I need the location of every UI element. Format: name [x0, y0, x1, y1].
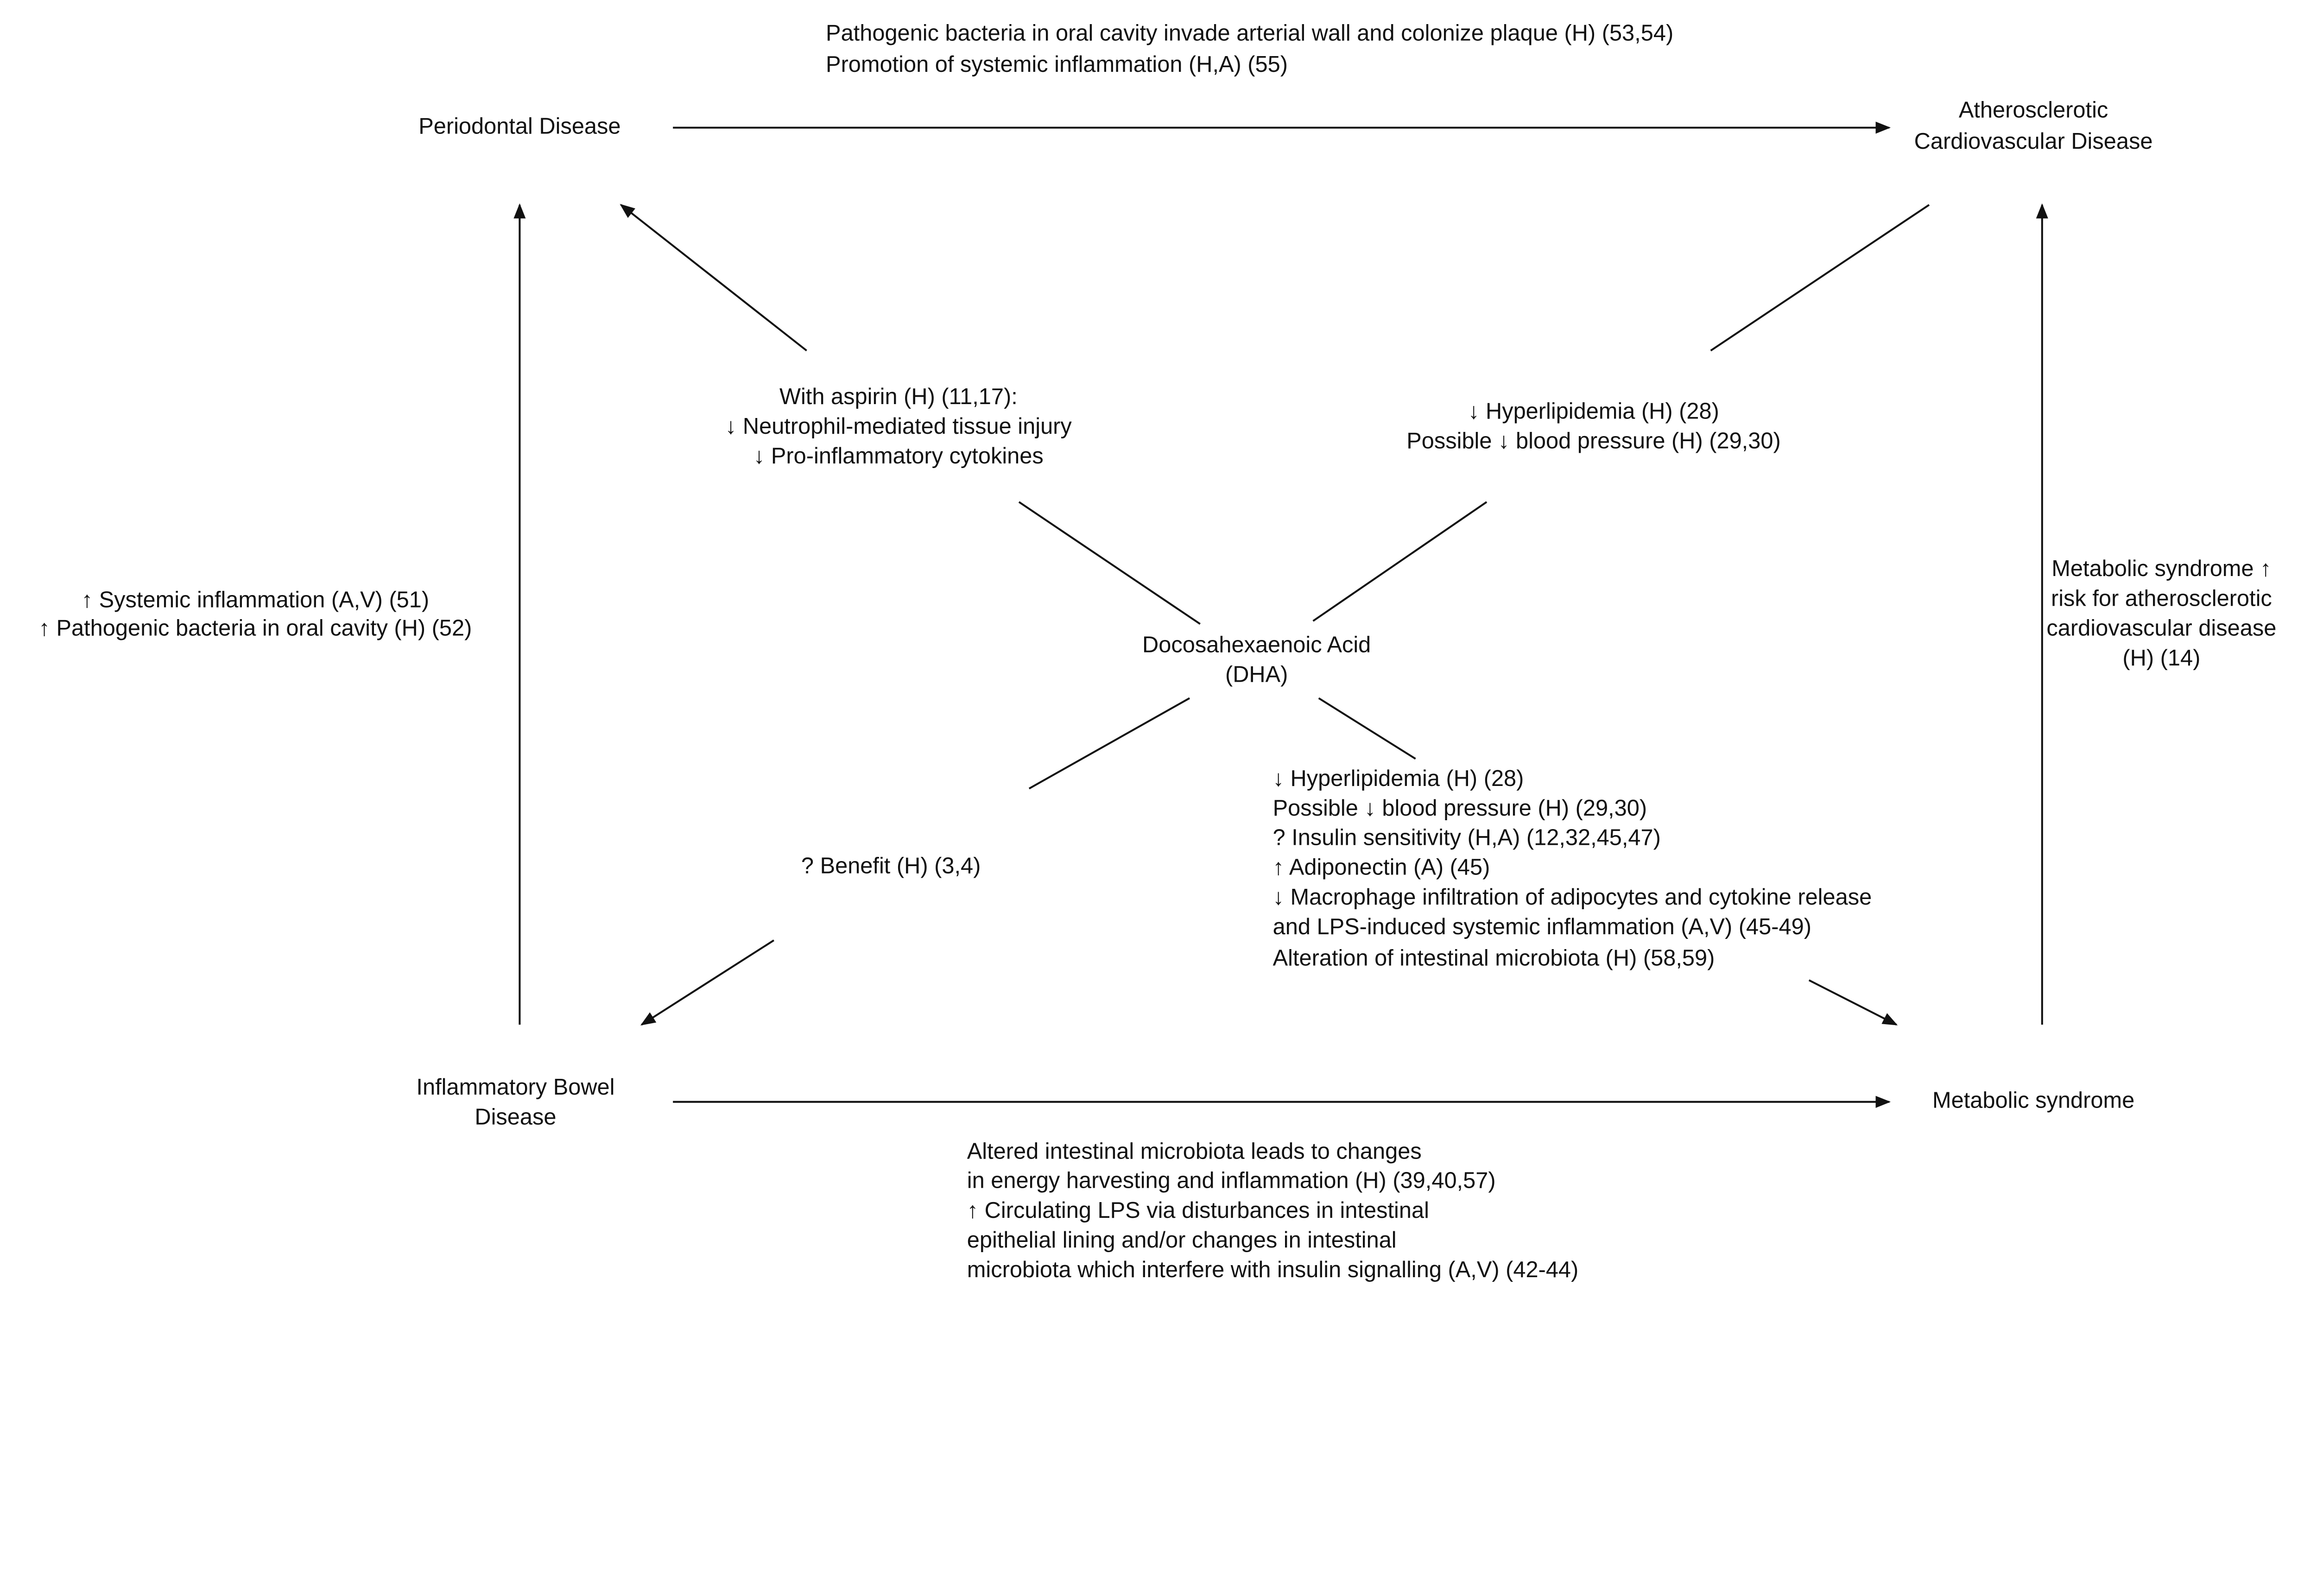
label-line: Altered intestinal microbiota leads to c… [967, 1139, 1422, 1164]
label-periodontal-to-ascvd: Pathogenic bacteria in oral cavity invad… [826, 21, 1673, 77]
label-line: ↑ Circulating LPS via disturbances in in… [967, 1198, 1429, 1223]
label-dha-to-ascvd: ↓ Hyperlipidemia (H) (28) Possible ↓ blo… [1406, 399, 1780, 453]
arrow-benefit-to-ibd [640, 939, 775, 1026]
label-line: Possible ↓ blood pressure (H) (29,30) [1406, 429, 1780, 454]
label-dha-to-metabolic: ↓ Hyperlipidemia (H) (28) Possible ↓ blo… [1273, 766, 1872, 971]
label-line: and LPS-induced systemic inflammation (A… [1273, 914, 1811, 939]
label-metabolic-to-ascvd: Metabolic syndrome ↑ risk for atheroscle… [2046, 556, 2276, 671]
arrow-dha-to-periodontal [620, 204, 807, 352]
node-dha: Docosahexaenoic Acid (DHA) [1142, 632, 1371, 687]
node-ibd-line: Disease [475, 1104, 556, 1129]
label-line: ↑ Systemic inflammation (A,V) (51) [82, 588, 429, 613]
label-line: ↓ Hyperlipidemia (H) (28) [1273, 766, 1524, 791]
label-dha-to-ibd: ? Benefit (H) (3,4) [801, 853, 981, 878]
label-line: Alteration of intestinal microbiota (H) … [1273, 945, 1715, 970]
arrow-label-to-metabolic [1808, 979, 1898, 1026]
label-ibd-to-periodontal: ↑ Systemic inflammation (A,V) (51) ↑ Pat… [39, 588, 472, 641]
label-line: ↓ Neutrophil-mediated tissue injury [725, 414, 1072, 439]
label-line: With aspirin (H) (11,17): [779, 384, 1018, 409]
node-ascvd: Atherosclerotic Cardiovascular Disease [1914, 97, 2153, 153]
label-line: ? Insulin sensitivity (H,A) (12,32,45,47… [1273, 825, 1661, 850]
line-dha-to-metabolic-label [1318, 697, 1416, 760]
label-dha-to-periodontal: With aspirin (H) (11,17): ↓ Neutrophil-m… [725, 384, 1072, 469]
label-line: (H) (14) [2122, 646, 2200, 671]
label-line: Possible ↓ blood pressure (H) (29,30) [1273, 796, 1647, 821]
label-line: Pathogenic bacteria in oral cavity invad… [826, 21, 1673, 46]
label-line: ↓ Pro-inflammatory cytokines [753, 443, 1044, 469]
node-dha-line: (DHA) [1225, 662, 1288, 687]
label-line: microbiota which interfere with insulin … [967, 1257, 1579, 1282]
label-line: ↑ Adiponectin (A) (45) [1273, 855, 1490, 880]
label-line: ↓ Macrophage infiltration of adipocytes … [1273, 885, 1872, 910]
node-metabolic-syndrome: Metabolic syndrome [1932, 1088, 2134, 1113]
node-ibd: Inflammatory Bowel Disease [416, 1075, 614, 1129]
line-dha-to-benefit-label [1028, 697, 1190, 790]
node-ibd-line: Inflammatory Bowel [416, 1075, 614, 1100]
label-line: ↑ Pathogenic bacteria in oral cavity (H)… [39, 616, 472, 641]
line-dha-to-aspirin-label [1018, 501, 1201, 625]
label-line: ↓ Hyperlipidemia (H) (28) [1468, 399, 1719, 424]
label-line: epithelial lining and/or changes in inte… [967, 1228, 1397, 1253]
line-ascvd-label-to-ascvd [1710, 204, 1930, 352]
line-dha-to-ascvd-label [1312, 501, 1488, 622]
label-line: Promotion of systemic inflammation (H,A)… [826, 52, 1288, 77]
node-ascvd-line: Atherosclerotic [1959, 97, 2108, 122]
label-line: in energy harvesting and inflammation (H… [967, 1168, 1496, 1193]
node-periodontal-disease: Periodontal Disease [418, 114, 620, 139]
node-ascvd-line: Cardiovascular Disease [1914, 129, 2153, 154]
label-line: cardiovascular disease [2046, 616, 2276, 641]
label-ibd-to-metabolic: Altered intestinal microbiota leads to c… [967, 1139, 1579, 1282]
label-line: Metabolic syndrome ↑ [2051, 556, 2271, 581]
node-dha-line: Docosahexaenoic Acid [1142, 632, 1371, 657]
label-line: risk for atherosclerotic [2051, 586, 2272, 611]
diagram: Periodontal Disease Atherosclerotic Card… [39, 21, 2277, 1283]
